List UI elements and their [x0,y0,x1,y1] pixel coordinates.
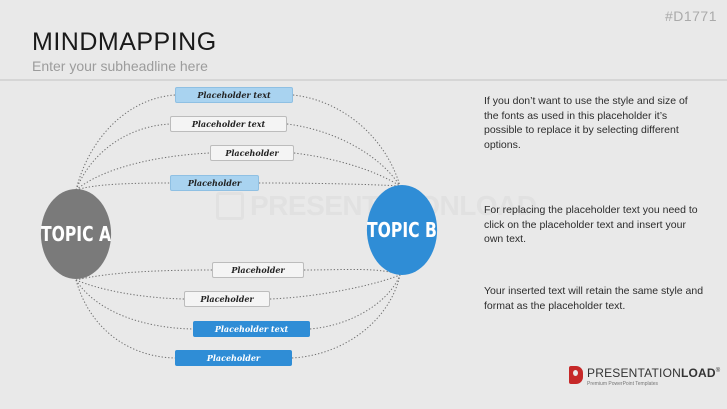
brand-logo: PRESENTATIONLOAD® Premium PowerPoint Tem… [569,366,720,387]
placeholder-box-8[interactable]: Placeholder [175,350,292,366]
logo-regular: PRESENTATION [587,366,681,380]
brand-logo-icon [569,366,583,384]
topic-a-node: TOPIC A [40,189,112,279]
placeholder-box-7[interactable]: Placeholder text [193,321,310,337]
info-paragraph-2: For replacing the placeholder text you n… [484,204,698,246]
placeholder-box-5[interactable]: Placeholder [212,262,304,278]
info-paragraph-1: If you don’t want to use the style and s… [484,95,688,151]
page-subtitle: Enter your subheadline here [32,58,208,74]
logo-tagline: Premium PowerPoint Templates [587,381,659,387]
connector-line-8 [75,274,401,359]
placeholder-box-1[interactable]: Placeholder text [175,87,293,103]
header-rule [0,79,727,81]
placeholder-box-3[interactable]: Placeholder [210,145,294,161]
watermark-icon [216,192,244,220]
page-title: MINDMAPPING [32,28,217,56]
slide-id: #D1771 [664,8,717,24]
placeholder-box-4[interactable]: Placeholder [170,175,259,191]
connector-line-6 [75,274,401,300]
logo-reg-mark: ® [715,368,721,374]
connector-line-7 [75,274,401,330]
logo-bold: LOAD [680,366,716,380]
connector-line-2 [75,123,401,191]
connector-line-4 [75,182,401,191]
placeholder-box-2[interactable]: Placeholder text [170,116,287,132]
info-paragraph-3: Your inserted text will retain the same … [484,285,704,312]
topic-b-node: TOPIC B [366,185,438,275]
connector-line-3 [75,152,401,191]
placeholder-box-6[interactable]: Placeholder [184,291,270,307]
